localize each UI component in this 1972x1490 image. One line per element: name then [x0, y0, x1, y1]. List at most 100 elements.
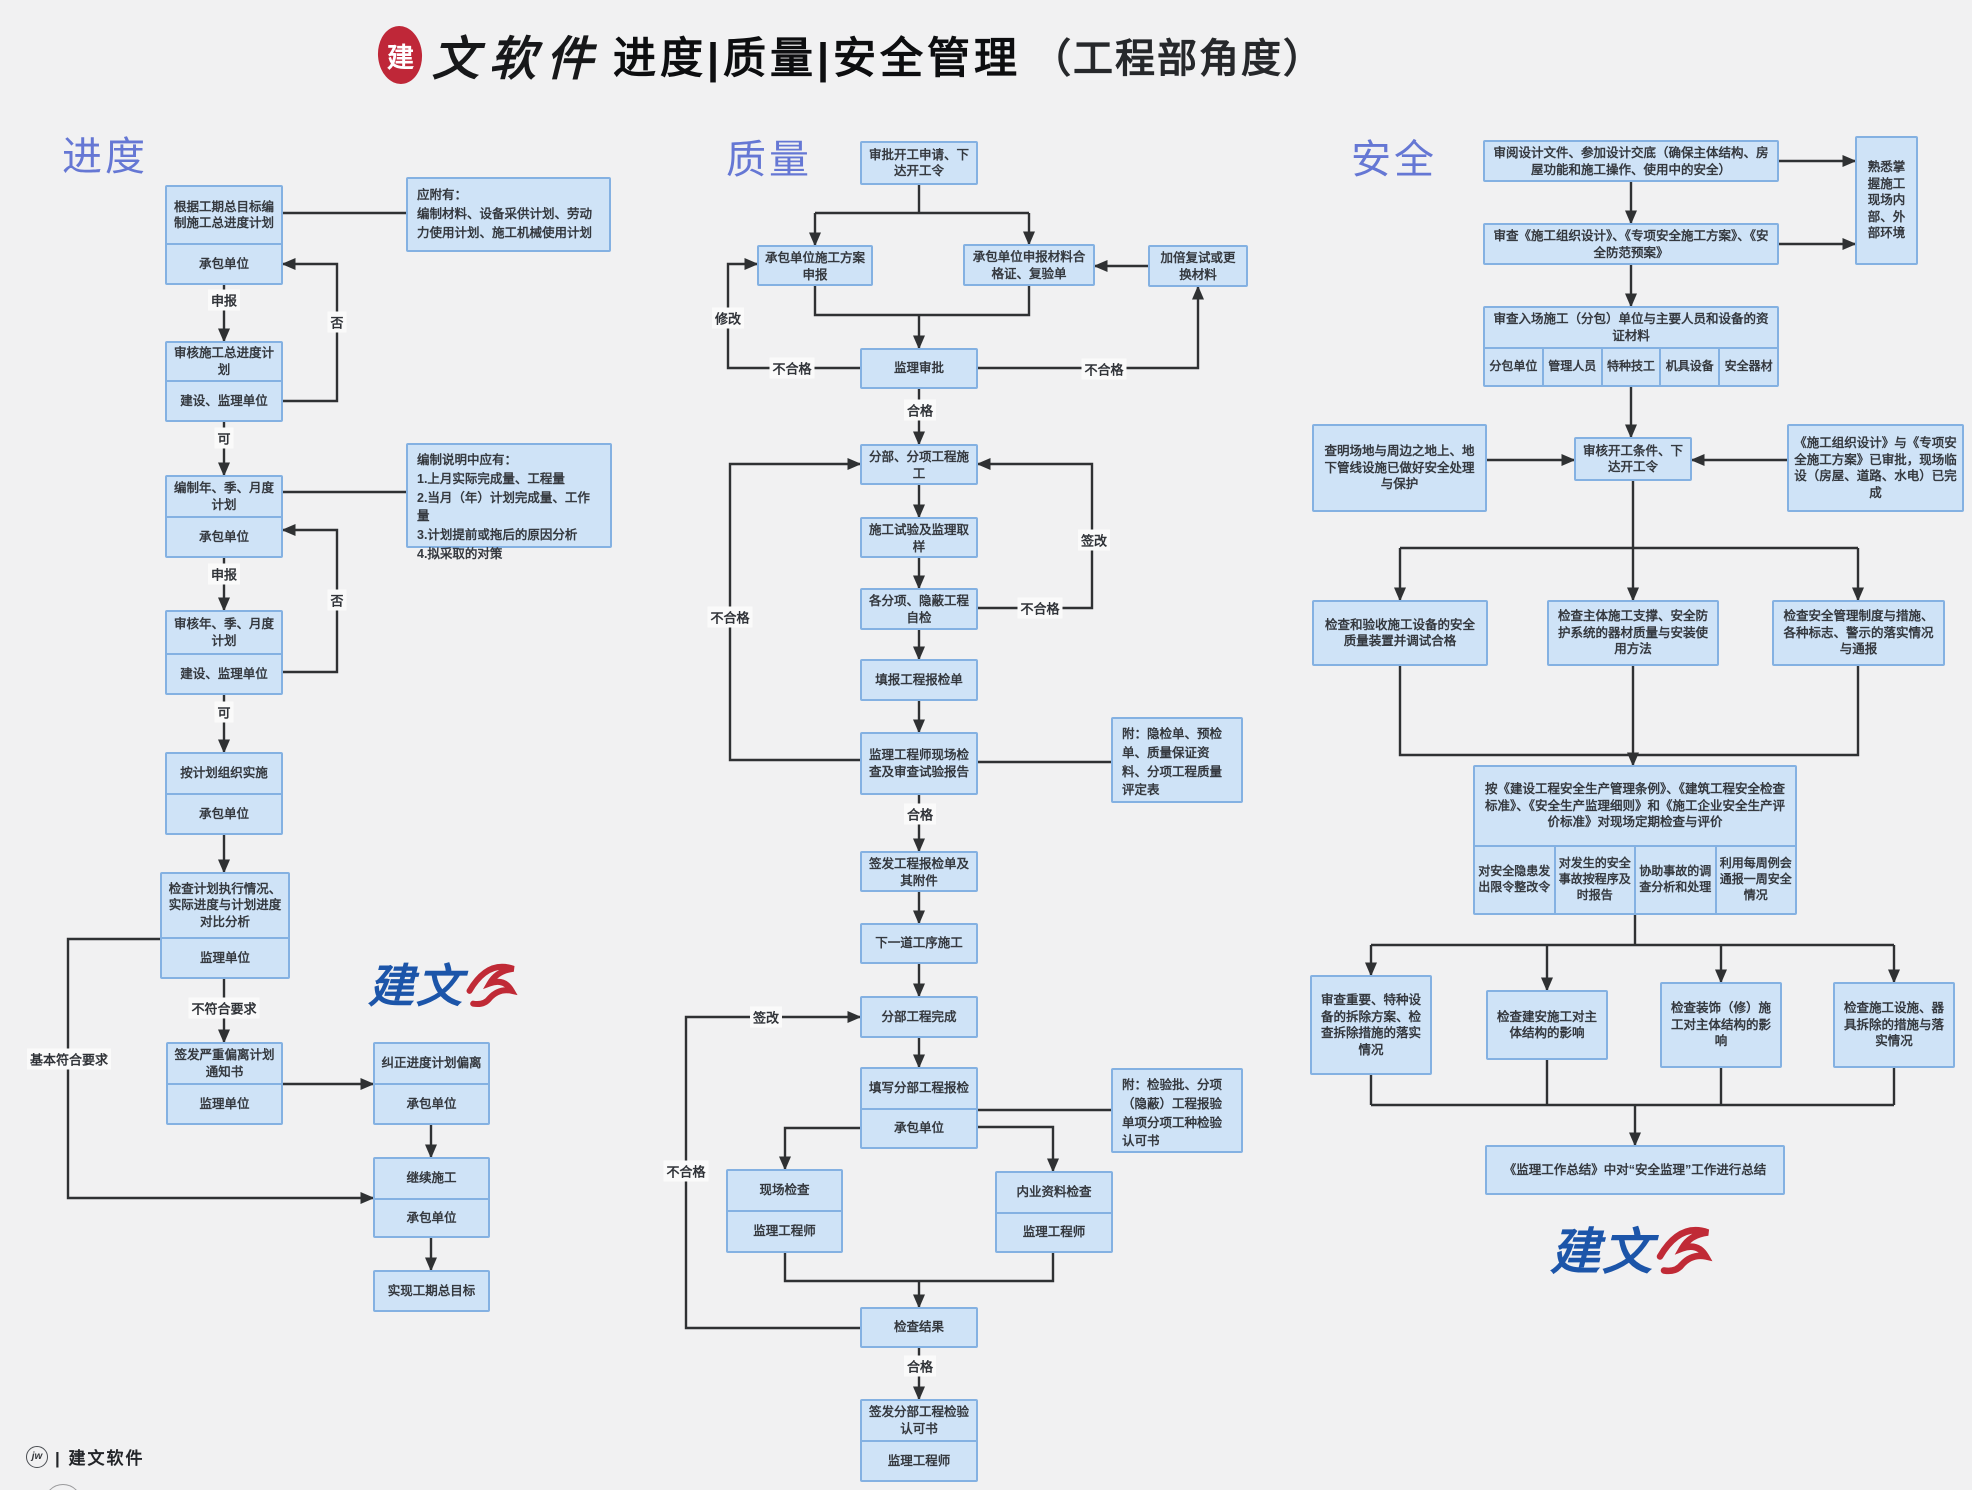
node-p3: 编制年、季、月度计划承包单位	[165, 475, 283, 558]
node-q2-text: 承包单位施工方案申报	[764, 251, 865, 282]
node-s-noteR: 《施工组织设计》与《专项安全施工方案》已审批，现场临设（房屋、道路、水电）已完成	[1787, 424, 1964, 512]
node-p9-role: 承包单位	[406, 1210, 457, 1225]
node-q16-task: 签发分部工程检验认可书	[862, 1401, 976, 1442]
node-p5: 按计划组织实施承包单位	[165, 752, 283, 835]
node-q10: 签发工程报检单及其附件	[860, 851, 978, 892]
seal-character: 建	[386, 42, 414, 73]
node-q2: 承包单位施工方案申报	[757, 245, 873, 286]
node-s4-text: 审核开工条件、下达开工令	[1582, 443, 1683, 475]
jianwen-seal-icon: 建	[376, 24, 424, 85]
node-q14b-role: 监理工程师	[1022, 1225, 1086, 1240]
edge-label: 不合格	[769, 357, 815, 379]
node-s3-cell-0: 分包单位	[1489, 359, 1538, 374]
node-p4-task: 审核年、季、月度计划	[167, 612, 281, 655]
node-s-noteL: 查明场地与周边之地上、地下管线设施已做好安全处理与保护	[1312, 424, 1487, 512]
node-p-note1: 应附有： 编制材料、设备采供计划、劳动力使用计划、施工机械使用计划	[406, 177, 611, 252]
watermark-text: 建文	[368, 960, 464, 1012]
node-s6-cell-0: 对安全隐患发出限令整改令	[1478, 864, 1551, 894]
node-q16: 签发分部工程检验认可书监理工程师	[860, 1399, 978, 1482]
node-q11: 下一道工序施工	[860, 923, 978, 964]
node-q1-text: 审批开工申请、下达开工令	[868, 147, 969, 179]
node-p9: 继续施工承包单位	[373, 1157, 490, 1238]
node-s-b2: 检查建安施工对主体结构的影响	[1486, 990, 1608, 1060]
node-p6-role: 监理单位	[199, 950, 250, 965]
edge-label: 申报	[207, 563, 241, 585]
node-s-b2-text: 检查建安施工对主体结构的影响	[1496, 1009, 1597, 1041]
node-q14a-role: 监理工程师	[753, 1224, 816, 1239]
node-q-note2: 附：检验批、分项（隐蔽）工程报验单项分项工种检验认可书	[1111, 1068, 1243, 1153]
node-p-note1-text: 应附有： 编制材料、设备采供计划、劳动力使用计划、施工机械使用计划	[417, 188, 593, 240]
node-p8-task: 纠正进度计划偏离	[375, 1044, 488, 1085]
node-p5-role: 承包单位	[198, 806, 249, 821]
node-q9-text: 监理工程师现场检查及审查试验报告	[868, 748, 969, 779]
node-q4-text: 加倍复试或更换材料	[1160, 251, 1236, 282]
edge-label: 否	[327, 311, 347, 333]
node-s-b3-text: 检查装饰（修）施工对主体结构的影响	[1670, 1001, 1771, 1049]
watermark-text: 建文	[1550, 1224, 1654, 1280]
node-s2: 审查《施工组织设计》、《专项安全施工方案》、《安全防范预案》	[1483, 223, 1779, 265]
node-q10-text: 签发工程报检单及其附件	[868, 857, 969, 888]
node-s6-cell-1: 对发生的安全事故按程序及时报告	[1553, 847, 1635, 913]
node-s5c-text: 检查安全管理制度与措施、各种标志、警示的落实情况与通报	[1783, 609, 1934, 657]
node-s-b4-text: 检查施工设施、器具拆除的措施与落实情况	[1843, 1001, 1944, 1049]
node-s-noteL-text: 查明场地与周边之地上、地下管线设施已做好安全处理与保护	[1324, 444, 1475, 492]
node-p8: 纠正进度计划偏离承包单位	[373, 1042, 490, 1125]
node-p-note2: 编制说明中应有： 1.上月实际完成量、工程量 2.当月（年）计划完成量、工作量 …	[406, 443, 612, 561]
node-q6b: 施工试验及监理取样	[860, 517, 978, 558]
node-p7: 签发严重偏离计划通知书监理单位	[166, 1042, 283, 1125]
node-p10-text: 实现工期总目标	[387, 1283, 476, 1298]
footer-brand: | 建文软件	[55, 1449, 145, 1468]
edge-label: 否	[327, 589, 347, 611]
node-s-b1-text: 审查重要、特种设备的拆除方案、检查拆除措施的落实情况	[1320, 993, 1421, 1057]
node-s5a: 检查和验收施工设备的安全质量装置并调试合格	[1312, 600, 1488, 666]
edge-label: 签改	[749, 1006, 783, 1028]
node-s6-cell-2: 协助事故的调查分析和处理	[1634, 847, 1715, 913]
footer-watermark: jw | 建文软件	[26, 1444, 144, 1469]
edge-label: 基本符合要求	[26, 1048, 112, 1070]
node-p3-role: 承包单位	[198, 529, 249, 544]
edge-label: 可	[214, 427, 234, 449]
node-q9: 监理工程师现场检查及审查试验报告	[860, 732, 978, 795]
node-q1: 审批开工申请、下达开工令	[860, 141, 978, 185]
node-q5: 监理审批	[860, 348, 978, 389]
node-p1-role: 承包单位	[198, 256, 249, 271]
node-p2-role: 建设、监理单位	[180, 393, 268, 408]
node-s7: 《监理工作总结》中对“安全监理”工作进行总结	[1485, 1145, 1785, 1195]
node-s5b: 检查主体施工支撑、安全防护系统的器材质量与安装使用方法	[1547, 600, 1719, 666]
jianwen-watermark-logo: 建文	[1550, 1212, 1714, 1284]
node-q12: 分部工程完成	[860, 996, 978, 1038]
brand-calligraphy: 文软件	[432, 32, 603, 87]
node-p7-role: 监理单位	[199, 1096, 250, 1111]
node-q14a-task: 现场检查	[728, 1171, 841, 1212]
node-s-b3: 检查装饰（修）施工对主体结构的影响	[1660, 982, 1782, 1068]
node-q11-text: 下一道工序施工	[875, 936, 963, 951]
node-p3-task: 编制年、季、月度计划	[167, 477, 281, 518]
node-q16-role: 监理工程师	[887, 1453, 951, 1468]
page-title-suffix: （工程部角度）	[1031, 36, 1326, 81]
node-s3-cell-1: 管理人员	[1541, 349, 1601, 385]
node-q-note1: 附：隐检单、预检单、质量保证资料、分项工程质量评定表	[1111, 717, 1243, 803]
watermark-swirl-icon	[466, 963, 518, 1007]
node-s-b1: 审查重要、特种设备的拆除方案、检查拆除措施的落实情况	[1310, 975, 1432, 1075]
node-s5c: 检查安全管理制度与措施、各种标志、警示的落实情况与通报	[1772, 600, 1945, 666]
edge-label: 签改	[1077, 529, 1111, 551]
edge-label: 不合格	[707, 606, 753, 628]
edge-label: 修改	[711, 307, 745, 329]
title-bar: 建 文软件 进度|质量|安全管理 （工程部角度）	[376, 20, 1326, 89]
node-p6-task: 检查计划执行情况、实际进度与计划进度对比分析	[162, 874, 288, 939]
node-q-note2-text: 附：检验批、分项（隐蔽）工程报验单项分项工种检验认可书	[1122, 1078, 1223, 1149]
node-p2-task: 审核施工总进度计划	[167, 343, 281, 382]
node-q14b-task: 内业资料检查	[997, 1173, 1111, 1214]
watermark-swirl-icon	[1656, 1226, 1713, 1274]
node-q7: 各分项、隐蔽工程自检	[860, 588, 978, 630]
node-s2-text: 审查《施工组织设计》、《专项安全施工方案》、《安全防范预案》	[1493, 229, 1769, 260]
edge-label: 不合格	[663, 1160, 709, 1182]
node-p8-role: 承包单位	[406, 1096, 457, 1111]
node-p9-task: 继续施工	[375, 1159, 488, 1200]
node-s3-header: 审查入场施工（分包）单位与主要人员和设备的资证材料	[1485, 308, 1777, 349]
node-q5-text: 监理审批	[893, 361, 944, 376]
node-s7-text: 《监理工作总结》中对“安全监理”工作进行总结	[1503, 1162, 1767, 1177]
node-s5b-text: 检查主体施工支撑、安全防护系统的器材质量与安装使用方法	[1557, 609, 1708, 657]
